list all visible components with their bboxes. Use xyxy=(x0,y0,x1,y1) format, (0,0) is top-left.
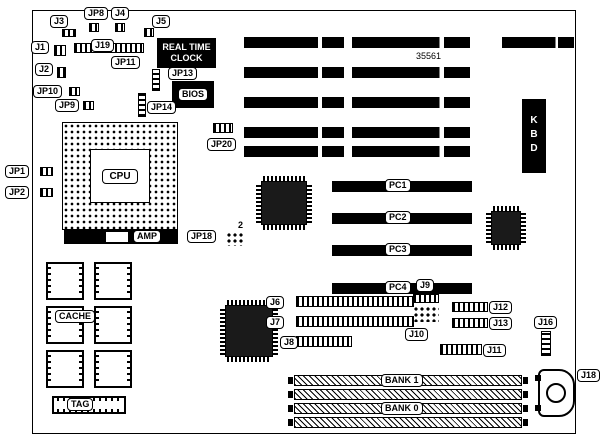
label-j1: J1 xyxy=(31,41,50,54)
label-j10: J10 xyxy=(405,328,429,341)
label-jp2: JP2 xyxy=(5,186,30,199)
cache-chip xyxy=(94,262,132,300)
jp20-connector xyxy=(213,123,233,133)
label-j11: J11 xyxy=(483,344,506,357)
bios-label: BIOS xyxy=(178,88,209,101)
kbd-label: KBD xyxy=(528,115,540,157)
cpu-socket: CPU xyxy=(62,122,178,230)
label-jp10: JP10 xyxy=(33,85,63,98)
din-connector xyxy=(535,369,575,417)
label-j3: J3 xyxy=(50,15,69,28)
amp-notch xyxy=(106,232,128,242)
label-jp18: JP18 xyxy=(187,230,217,243)
j7-connector xyxy=(296,316,414,327)
label-jp8: JP8 xyxy=(84,7,109,20)
rtc-chip: REAL TIME CLOCK xyxy=(157,38,216,68)
jp18-pin2-label: 2 xyxy=(238,220,244,230)
jp2-connector xyxy=(40,188,53,197)
jp10-connector xyxy=(69,87,80,96)
j3-connector xyxy=(62,29,76,37)
label-j16: J16 xyxy=(534,316,558,329)
expansion-slot xyxy=(244,146,344,157)
label-j19: J19 xyxy=(91,39,115,52)
pc4-label: PC4 xyxy=(385,281,411,294)
qfp-chip xyxy=(220,300,278,362)
label-j8: J8 xyxy=(280,336,299,349)
jp8-connector xyxy=(89,23,99,32)
qfp-chip xyxy=(256,176,312,230)
cache-chip xyxy=(94,306,132,344)
j13-connector xyxy=(452,318,488,328)
label-j7: J7 xyxy=(266,316,285,329)
expansion-slot xyxy=(352,146,470,157)
label-jp20: JP20 xyxy=(207,138,237,151)
label-jp13: JP13 xyxy=(168,67,198,80)
label-jp1: JP1 xyxy=(5,165,30,178)
j4-connector xyxy=(115,23,125,32)
j12-connector xyxy=(452,302,488,312)
expansion-slot xyxy=(244,37,344,48)
bank0-label: BANK 0 xyxy=(381,402,423,415)
jp1-connector xyxy=(40,167,53,176)
expansion-slot xyxy=(502,37,574,48)
simm-slot xyxy=(288,417,528,428)
label-j18: J18 xyxy=(577,369,601,382)
kbd-connector: KBD xyxy=(522,99,546,173)
expansion-slot xyxy=(352,37,470,48)
tag-label: TAG xyxy=(67,398,94,411)
label-j6: J6 xyxy=(266,296,285,309)
j2-connector xyxy=(57,67,66,78)
label-j5: J5 xyxy=(152,15,171,28)
j16-connector xyxy=(541,331,551,356)
bank1-label: BANK 1 xyxy=(381,374,423,387)
cache-chip xyxy=(46,262,84,300)
jp14-connector xyxy=(138,93,146,117)
label-jp11: JP11 xyxy=(111,56,140,69)
expansion-slot xyxy=(352,127,470,138)
cache-chip xyxy=(46,350,84,388)
expansion-slot xyxy=(244,97,344,108)
simm-slot xyxy=(288,389,528,400)
j1-connector xyxy=(54,45,66,56)
label-j9: J9 xyxy=(416,279,435,292)
label-jp14: JP14 xyxy=(147,101,177,114)
j8-connector xyxy=(296,336,352,347)
jp9-connector xyxy=(83,101,94,110)
amp-label: AMP xyxy=(133,230,161,243)
cache-chip xyxy=(94,350,132,388)
expansion-slot xyxy=(352,67,470,78)
expansion-slot xyxy=(352,97,470,108)
pc1-label: PC1 xyxy=(385,179,411,192)
qfp-chip xyxy=(486,206,526,250)
cpu-die: CPU xyxy=(90,149,150,203)
j10-connector xyxy=(413,306,439,322)
board-outline xyxy=(32,10,576,434)
expansion-slot xyxy=(244,67,344,78)
jp18-connector xyxy=(226,232,243,246)
j11-connector xyxy=(440,344,482,355)
label-j2: J2 xyxy=(35,63,54,76)
label-j12: J12 xyxy=(489,301,513,314)
cpu-label: CPU xyxy=(102,168,138,184)
label-j4: J4 xyxy=(111,7,130,20)
label-jp9: JP9 xyxy=(55,99,80,112)
label-j13: J13 xyxy=(489,317,513,330)
part-number: 35561 xyxy=(416,51,442,61)
j9-connector xyxy=(413,294,439,303)
j6-connector xyxy=(296,296,414,307)
jp13-connector xyxy=(152,69,160,91)
pc3-label: PC3 xyxy=(385,243,411,256)
expansion-slot xyxy=(244,127,344,138)
pc2-label: PC2 xyxy=(385,211,411,224)
j5-connector xyxy=(144,28,154,37)
rtc-label: REAL TIME CLOCK xyxy=(162,41,211,63)
cache-label: CACHE xyxy=(55,310,96,323)
